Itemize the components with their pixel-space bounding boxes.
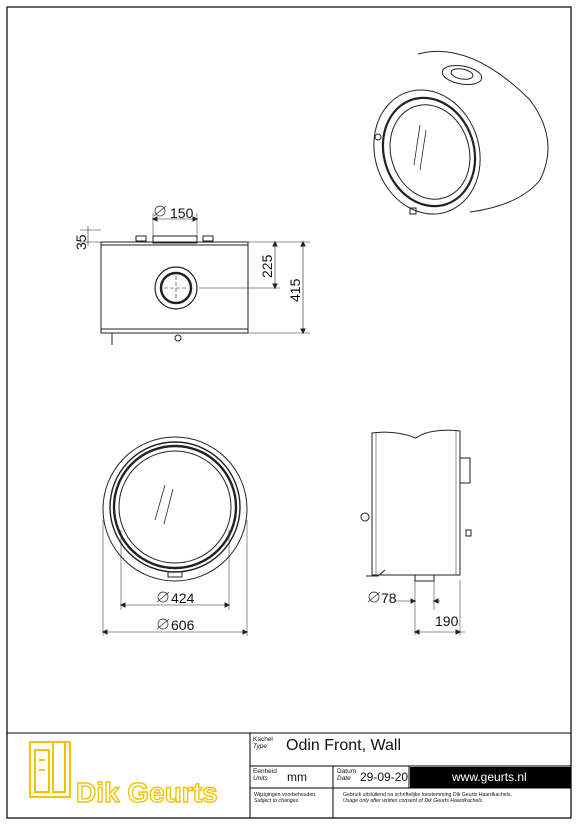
date-value: 29-09-20 [360, 770, 409, 784]
units-value: mm [287, 770, 307, 784]
dim-top-offset: 35 [73, 234, 89, 250]
usage-note-en: Usage only after written consent of Dik … [343, 798, 484, 804]
side-body [371, 429, 461, 576]
date-label-en: Date [337, 775, 351, 782]
type-label: Kachel Type [253, 736, 273, 750]
sheet-border [6, 6, 572, 819]
dim-rear-pipe-diameter: 78 [381, 590, 397, 606]
website-link[interactable]: www.geurts.nl [452, 770, 527, 784]
logo-text: Dik Geurts [76, 777, 218, 808]
type-label-nl: Kachel [253, 736, 273, 743]
usage-note: Gebruik uitsluitend na schriftelijke toe… [343, 792, 512, 804]
date-label: Datum Date [337, 768, 356, 782]
changes-note: Wijzigingen voorbehouden. Subject to cha… [254, 792, 317, 804]
pipe-collar [152, 235, 198, 244]
dim-pipe-diameter: 150 [170, 205, 194, 221]
date-label-nl: Datum [337, 768, 357, 775]
top-view [80, 205, 310, 345]
isometric-view [373, 50, 549, 215]
website-bar [410, 767, 571, 788]
changes-note-nl: Wijzigingen voorbehouden. [254, 792, 317, 798]
side-view [360, 429, 472, 635]
logo-mark [29, 741, 71, 798]
dim-body-diameter: 606 [171, 617, 195, 633]
dim-pipe-height: 225 [259, 254, 275, 278]
front-view [101, 436, 249, 636]
type-label-en: Type [253, 743, 267, 750]
type-value: Odin Front, Wall [286, 737, 401, 754]
dim-total-height: 415 [287, 278, 303, 302]
units-label-nl: Eenheid [253, 768, 277, 775]
top-view-body [100, 241, 249, 334]
front-body-circle [102, 436, 248, 582]
usage-note-nl: Gebruik uitsluitend na schriftelijke toe… [343, 792, 512, 798]
dim-depth: 190 [435, 613, 459, 629]
changes-note-en: Subject to changes. [254, 798, 300, 804]
dim-glass-diameter: 424 [171, 590, 195, 606]
units-label: Eenheid Units [253, 768, 277, 782]
units-label-en: Units [253, 775, 268, 782]
